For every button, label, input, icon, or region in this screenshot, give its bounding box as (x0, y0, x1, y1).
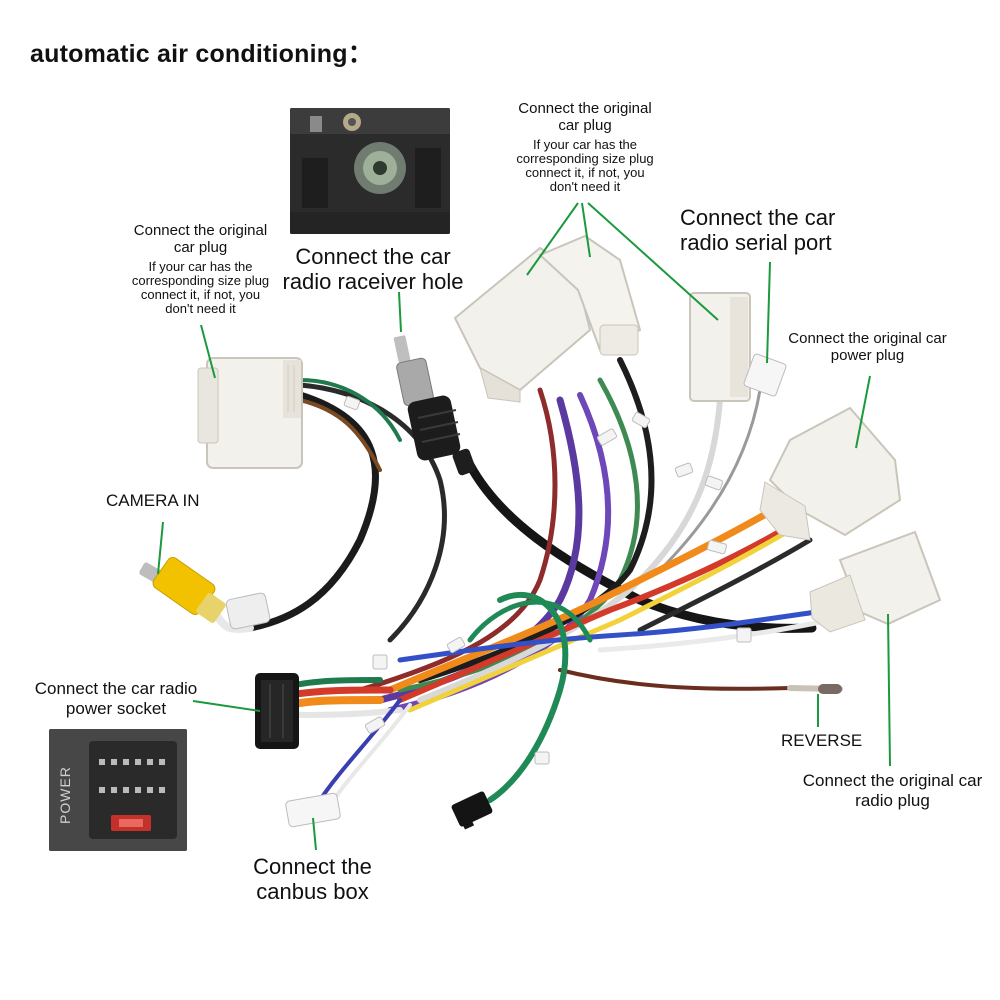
power-socket-illustration (49, 729, 187, 851)
label-plug-left-main: Connect the original car plug (133, 222, 268, 257)
label-power-plug: Connect the original car power plug (788, 330, 947, 365)
power-socket-photo: POWER (49, 729, 187, 851)
socket-power-text: POWER (57, 766, 73, 824)
label-canbus: Connect the canbus box (253, 854, 372, 905)
label-plug-top-main: Connect the original car plug (518, 100, 652, 135)
receiver-hole-photo (290, 108, 450, 234)
label-radio-plug: Connect the original car radio plug (802, 771, 983, 810)
label-plug-left-note: If your car has the corresponding size p… (131, 258, 270, 317)
label-serial-port: Connect the car radio serial port (680, 205, 836, 256)
label-receiver-hole: Connect the car radio raceiver hole (282, 244, 464, 295)
label-plug-top: Connect the original car plug If your ca… (515, 100, 655, 195)
label-plug-top-note: If your car has the corresponding size p… (516, 136, 654, 195)
label-camera-in: CAMERA IN (106, 491, 200, 510)
label-power-socket: Connect the car radio power socket (34, 679, 198, 718)
receiver-hole-illustration (290, 108, 450, 234)
label-plug-left: Connect the original car plug If your ca… (128, 222, 273, 317)
page-title: automatic air conditioning： (30, 40, 373, 68)
label-reverse: REVERSE (781, 731, 863, 750)
